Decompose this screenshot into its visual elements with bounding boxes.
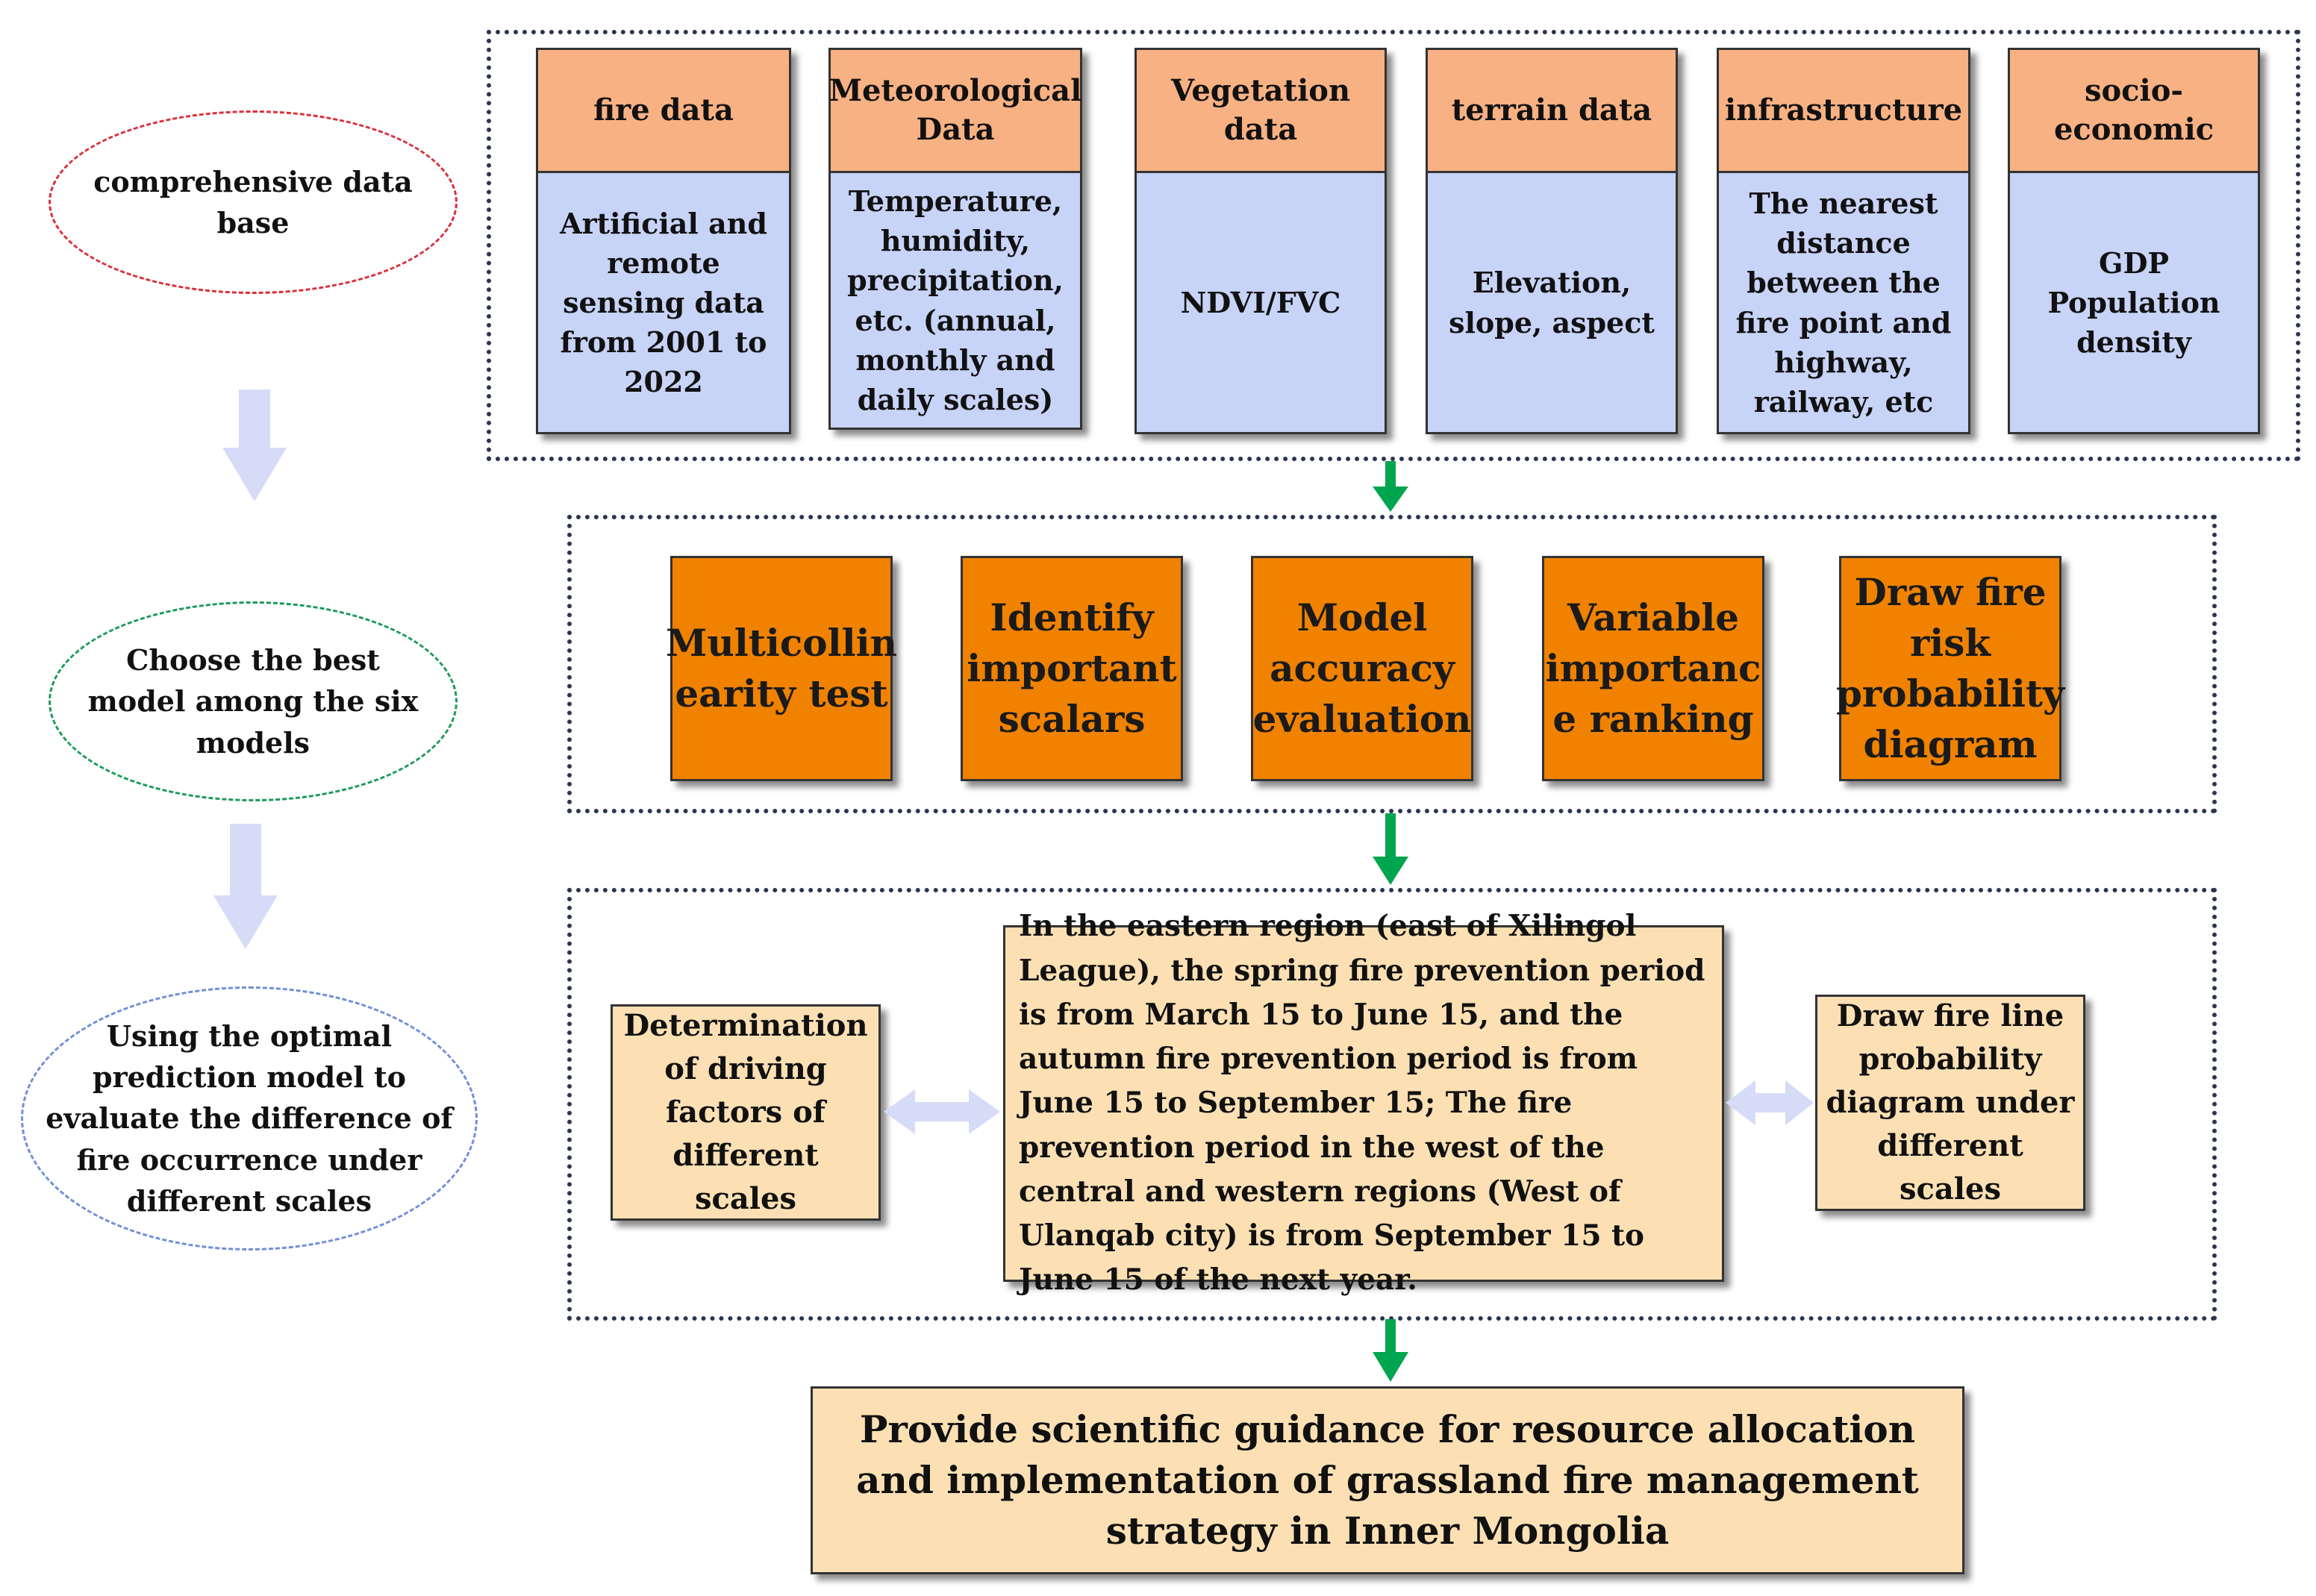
double-arrow-icon <box>884 1089 1000 1134</box>
stage-data-base: comprehensive data base <box>49 110 458 294</box>
data-card-detail: Temperature, humidity, precipitation, et… <box>847 184 1064 416</box>
data-card-title: infrastructure <box>1719 50 1968 173</box>
data-card-title: Meteorological Data <box>829 50 1081 173</box>
fire-line-diagram-box: Draw fire line probability diagram under… <box>1815 995 2085 1211</box>
model-steps-frame <box>567 515 2217 813</box>
pale-down-arrow-icon <box>213 824 278 949</box>
data-card-vegetation: Vegetation data NDVI/FVC <box>1134 48 1387 434</box>
data-sources-frame <box>487 30 2300 461</box>
data-card-detail: Artificial and remote sensing data from … <box>560 206 767 399</box>
green-down-arrow-icon <box>1373 813 1408 885</box>
data-card-fire: fire data Artificial and remote sensing … <box>536 48 791 434</box>
stage-best-model: Choose the best model among the six mode… <box>49 601 458 801</box>
step-risk-diagram: Draw fire risk probability diagram <box>1836 556 2064 781</box>
data-card-detail: The nearest distance between the fire po… <box>1735 186 1952 419</box>
step-identify-scalars: Identify important scalars <box>961 556 1183 781</box>
step-variable-ranking: Variable importanc e ranking <box>1542 556 1764 781</box>
data-card-title: Vegetation data <box>1137 50 1385 173</box>
data-card-title: socio-economic <box>2010 50 2258 173</box>
data-card-terrain: terrain data Elevation, slope, aspect <box>1426 48 1678 434</box>
data-card-title: terrain data <box>1428 50 1676 173</box>
data-card-infrastructure: infrastructure The nearest distance betw… <box>1717 48 1970 434</box>
analysis-frame <box>567 888 2217 1321</box>
pale-down-arrow-icon <box>222 389 287 501</box>
data-card-detail: GDP Population density <box>2047 245 2220 360</box>
data-card-detail: Elevation, slope, aspect <box>1449 266 1655 339</box>
data-card-meteorological: Meteorological Data Temperature, humidit… <box>828 48 1082 430</box>
driving-factors-box: Determination of driving factors of diff… <box>611 1004 881 1221</box>
step-multicollinearity-test: Multicollin earity test <box>666 556 897 781</box>
stage-best-model-label: Choose the best model among the six mode… <box>87 643 419 760</box>
green-down-arrow-icon <box>1373 1319 1408 1382</box>
data-card-title: fire data <box>538 50 789 173</box>
stage-optimal-model-label: Using the optimal prediction model to ev… <box>46 1019 453 1218</box>
stage-data-base-label: comprehensive data base <box>93 164 413 240</box>
double-arrow-icon <box>1726 1080 1814 1125</box>
conclusion-box: Provide scientific guidance for resource… <box>811 1386 1964 1574</box>
data-card-detail: NDVI/FVC <box>1180 285 1341 319</box>
green-down-arrow-icon <box>1373 461 1408 512</box>
data-card-socio-economic: socio-economic GDP Population density <box>2008 48 2260 434</box>
step-accuracy-evaluation: Model accuracy evaluation <box>1251 556 1473 781</box>
stage-optimal-model: Using the optimal prediction model to ev… <box>21 986 478 1251</box>
